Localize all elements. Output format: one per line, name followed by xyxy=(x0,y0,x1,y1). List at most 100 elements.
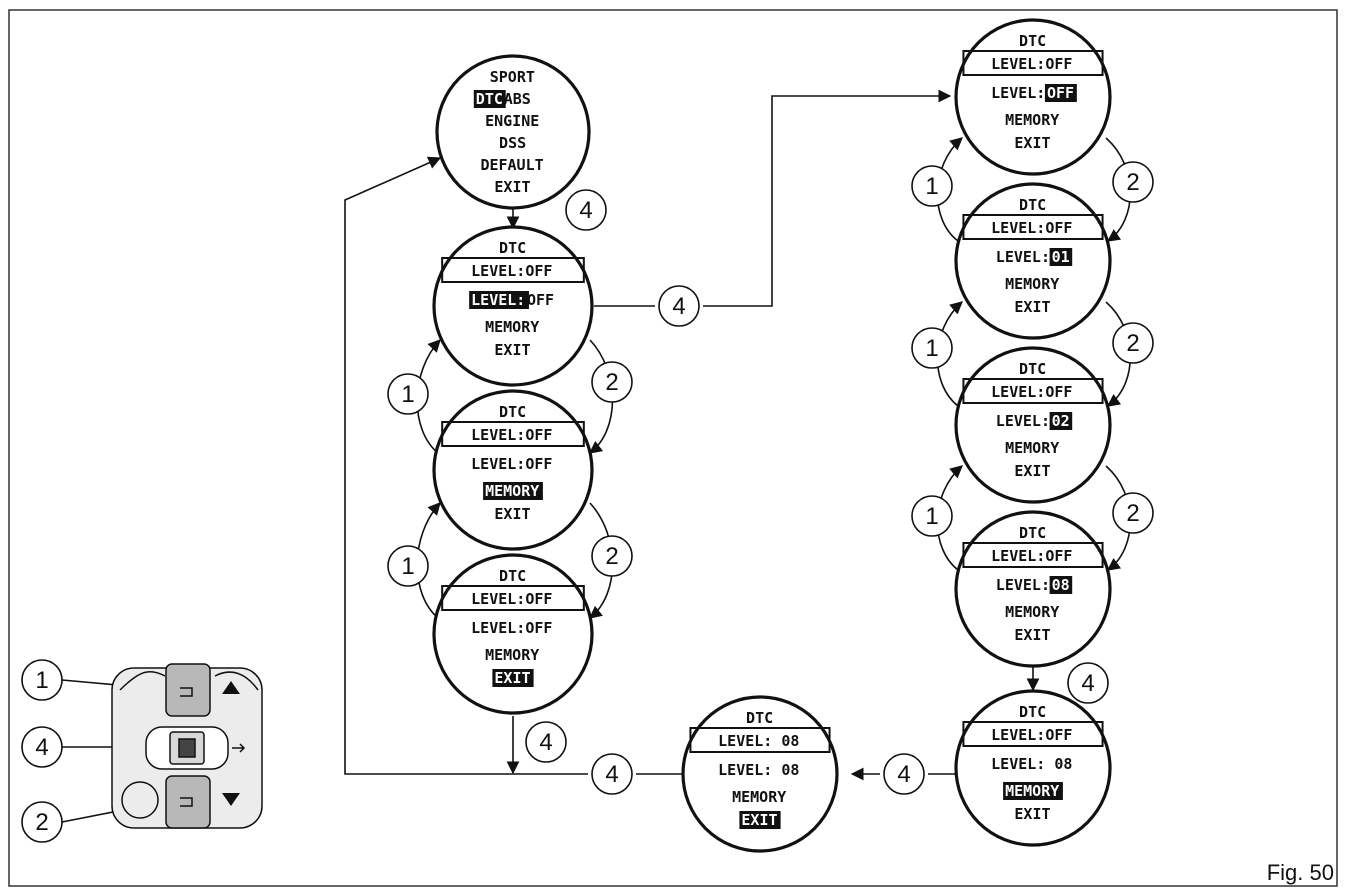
badge-b-b3b4-1: 1 xyxy=(911,495,953,537)
dial-line-text: LEVEL:OFF xyxy=(991,55,1072,73)
dial-line-text: LEVEL:OFF xyxy=(991,547,1072,565)
badge-label: 1 xyxy=(401,553,414,580)
figure-frame xyxy=(8,9,1338,887)
dial-highlight xyxy=(1003,782,1063,800)
down-button xyxy=(165,775,211,829)
badge-b-a2a3-2: 2 xyxy=(591,535,633,577)
badge-b-legend-4: 4 xyxy=(21,726,63,768)
handlebar-switch-illustration xyxy=(111,663,263,829)
select-button-core xyxy=(178,738,196,758)
dial-outline xyxy=(432,389,594,551)
dial-status-box xyxy=(962,378,1104,404)
dial-line-text: EXIT xyxy=(1014,805,1050,823)
badge-circle xyxy=(911,495,953,537)
dial-line-text: DTC xyxy=(1019,32,1046,50)
badge-label: 4 xyxy=(897,761,910,788)
badge-circle xyxy=(21,726,63,768)
badge-b-b2b3-1: 1 xyxy=(911,327,953,369)
dial-highlight xyxy=(483,482,543,500)
dial-line-text: LEVEL: xyxy=(991,84,1045,102)
badge-b-sport-4: 4 xyxy=(565,189,607,231)
badge-label: 4 xyxy=(579,197,592,224)
dial-line-text: OFF xyxy=(527,291,554,309)
dial-line-text: LEVEL:OFF xyxy=(471,262,552,280)
dial-line-text: OFF xyxy=(1047,84,1074,102)
badge-label: 2 xyxy=(605,543,618,570)
badge-b-c1-4: 4 xyxy=(883,753,925,795)
dial-line-text: DSS xyxy=(499,134,526,152)
badge-label: 4 xyxy=(35,734,48,761)
dial-line-text: MEMORY xyxy=(485,318,539,336)
badge-circle xyxy=(591,535,633,577)
badge-circle xyxy=(1067,662,1109,704)
badge-circle xyxy=(1112,492,1154,534)
dial-line-text: ENGINE xyxy=(485,112,539,130)
dial-line-text: DTC xyxy=(1019,360,1046,378)
dial-line-text: 02 xyxy=(1052,412,1070,430)
badge-b-b1b2-1: 1 xyxy=(911,165,953,207)
dial-line-text: MEMORY xyxy=(1005,275,1059,293)
dial-line-text: EXIT xyxy=(1014,298,1050,316)
badge-label: 1 xyxy=(401,381,414,408)
dial-status-box xyxy=(962,50,1104,76)
down-arrow-icon xyxy=(222,793,240,806)
dial-line-text: EXIT xyxy=(741,811,777,829)
badge-label: 4 xyxy=(605,761,618,788)
badge-label: 4 xyxy=(672,293,685,320)
badge-circle xyxy=(911,327,953,369)
badge-b-b1b2-2: 2 xyxy=(1112,161,1154,203)
badge-circle xyxy=(591,361,633,403)
dial-line-text: DTC xyxy=(499,567,526,585)
dial-status-box xyxy=(441,257,585,283)
dial-line-text: LEVEL: xyxy=(996,248,1050,266)
dial-line-text: LEVEL:OFF xyxy=(991,383,1072,401)
dial-status-box xyxy=(689,727,831,753)
up-button-glyph xyxy=(180,687,193,697)
badge-circle xyxy=(387,373,429,415)
dial-line-text: ABS xyxy=(504,90,531,108)
badge-b-a2a3-1: 1 xyxy=(387,545,429,587)
dial-line-text: LEVEL: 08 xyxy=(991,755,1072,773)
dial-status-box xyxy=(962,542,1104,568)
figure-label: Fig. 50 xyxy=(1267,860,1334,885)
dial-line-text: EXIT xyxy=(1014,462,1050,480)
dial-line-text: LEVEL: xyxy=(996,576,1050,594)
dial-highlight xyxy=(1049,576,1073,594)
dial-line-text: DTC xyxy=(476,90,503,108)
dial-status-box xyxy=(962,214,1104,240)
badge-b-a1a2-2: 2 xyxy=(591,361,633,403)
dial-status-box xyxy=(441,585,585,611)
arrow-return-to-sport xyxy=(344,158,684,775)
dial-line-text: MEMORY xyxy=(1005,111,1059,129)
arrow-dtc-to-level-select xyxy=(594,96,950,307)
dial-line-text: LEVEL: 08 xyxy=(718,761,799,779)
dial-line-text: 08 xyxy=(1052,576,1070,594)
housing-knob xyxy=(121,781,159,819)
dial-line-text: MEMORY xyxy=(1005,782,1059,800)
dial-line-text: MEMORY xyxy=(485,646,539,664)
badge-b-bottom-4: 4 xyxy=(591,753,633,795)
badge-label: 4 xyxy=(539,729,552,756)
dial-status-box xyxy=(441,421,585,447)
dial-highlight xyxy=(1044,84,1077,102)
badge-circle xyxy=(21,801,63,843)
badge-label: 2 xyxy=(1126,500,1139,527)
dial-line-text: DTC xyxy=(1019,703,1046,721)
dial-highlight xyxy=(492,669,534,687)
dial-highlight xyxy=(1049,248,1073,266)
dial-outline xyxy=(954,18,1112,176)
badge-b-legend-1: 1 xyxy=(21,659,63,701)
badge-b-a1a2-1: 1 xyxy=(387,373,429,415)
badge-label: 2 xyxy=(605,369,618,396)
up-button xyxy=(165,663,211,717)
